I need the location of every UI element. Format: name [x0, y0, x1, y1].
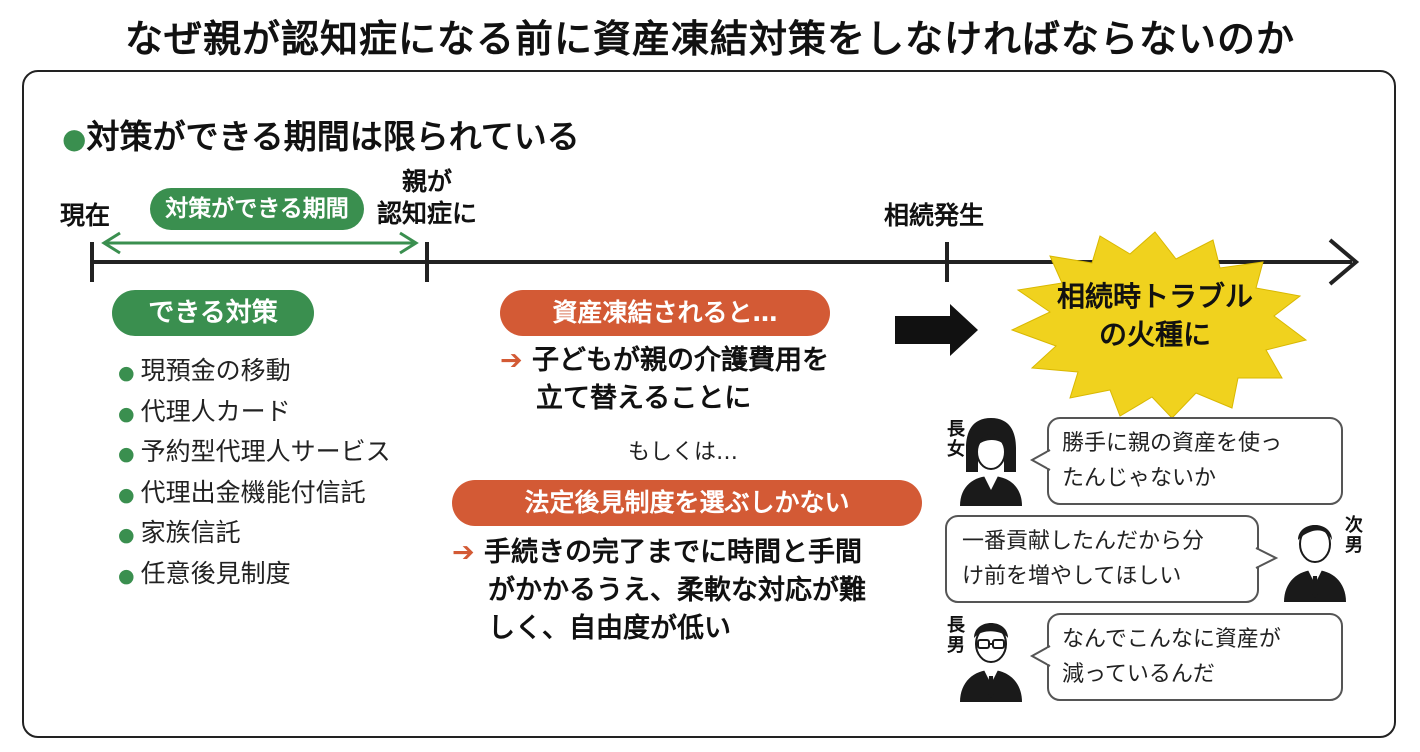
dialogue-line: なんでこんなに資産が [1062, 627, 1281, 652]
freeze-heading: 資産凍結されると… [500, 290, 830, 336]
guardian-heading: 法定後見制度を選ぶしかない [452, 480, 922, 526]
bullet-icon: ● [118, 524, 135, 546]
timeline-dementia-label: 親が 認知症に [372, 166, 482, 230]
trouble-burst-shape [1010, 231, 1308, 419]
speech-bubble-1 [1029, 417, 1343, 505]
list-item: ●予約型代理人サービス [118, 433, 391, 474]
dialogue-line: 減っているんだ [1062, 662, 1215, 687]
speaker-eldest-daughter: 長 女 [946, 420, 966, 460]
speech-bubble-2 [945, 515, 1279, 603]
guardian-line2: がかかるうえ、柔軟な対応が難 [488, 575, 866, 606]
right-arrow-icon [895, 304, 978, 356]
bullet-icon: ● [118, 564, 135, 587]
speaker-char: 長 [947, 615, 965, 636]
dialogue-line: 一番貢献したんだから分 [962, 529, 1205, 554]
bullet-icon: ● [118, 362, 135, 384]
bullet-icon: ● [118, 402, 135, 425]
man-avatar-icon [1284, 525, 1346, 602]
list-item: ●現預金の移動 [118, 352, 391, 393]
trouble-line1: 相続時トラブル [1056, 280, 1253, 313]
or-text: もしくは… [628, 440, 739, 465]
dialogue-line: たんじゃないか [1062, 466, 1217, 491]
bullet-dot-icon: ● [62, 122, 87, 155]
speaker-eldest-son: 長 男 [946, 616, 966, 656]
speaker-char: 女 [947, 439, 965, 460]
speaker-char: 男 [947, 635, 965, 656]
list-item: ●代理出金機能付信託 [118, 474, 391, 515]
measures-list: ●現預金の移動 ●代理人カード ●予約型代理人サービス ●代理出金機能付信託 ●… [118, 352, 391, 595]
right-arrow-icon: ➔ [500, 345, 523, 376]
period-pill: 対策ができる期間 [150, 188, 364, 230]
freeze-consequence: ➔ 子どもが親の介護費用を 立て替えることに [500, 342, 829, 418]
right-arrow-icon: ➔ [452, 537, 475, 568]
speaker-char: 次 [1345, 515, 1363, 536]
consequence-line1: 子どもが親の介護費用を [532, 345, 830, 376]
trouble-line2: の火種に [1098, 318, 1211, 351]
bullet-icon: ● [118, 443, 135, 465]
period-double-arrow-icon [101, 231, 419, 255]
woman-avatar-icon [960, 418, 1022, 506]
list-item: ●代理人カード [118, 393, 391, 434]
guardian-description: ➔ 手続きの完了までに時間と手間 がかかるうえ、柔軟な対応が難 しく、自由度が低… [452, 534, 866, 648]
dementia-line2: 認知症に [376, 199, 477, 228]
timeline-arrowhead-icon [1328, 238, 1360, 286]
speaker-second-son: 次 男 [1344, 516, 1364, 556]
man-glasses-avatar-icon [960, 623, 1022, 702]
dialogue-text-3: なんでこんなに資産が 減っているんだ [1062, 622, 1281, 692]
measure-text: 任意後見制度 [140, 558, 291, 588]
measure-text: 代理出金機能付信託 [140, 477, 366, 507]
subtitle-text: 対策ができる期間は限られている [86, 117, 580, 156]
list-item: ●任意後見制度 [118, 555, 391, 596]
guardian-line1: 手続きの完了までに時間と手間 [484, 537, 863, 568]
speaker-char: 長 [947, 419, 965, 440]
speaker-char: 男 [1345, 535, 1363, 556]
dementia-line1: 親が [401, 167, 452, 196]
measures-heading: できる対策 [112, 290, 314, 336]
measure-text: 代理人カード [140, 396, 291, 426]
timeline-inheritance-label: 相続発生 [884, 201, 985, 230]
trouble-text: 相続時トラブル の火種に [1040, 278, 1270, 354]
speech-bubble-3 [1029, 613, 1343, 701]
measure-text: 現預金の移動 [140, 356, 291, 385]
list-item: ●家族信託 [118, 514, 391, 555]
consequence-line2: 立て替えることに [536, 383, 752, 414]
measure-text: 予約型代理人サービス [140, 437, 391, 466]
dialogue-line: け前を増やしてほしい [962, 564, 1182, 589]
page-title: なぜ親が認知症になる前に資産凍結対策をしなければならないのか [124, 17, 1295, 61]
bullet-icon: ● [118, 483, 135, 506]
dialogue-text-2: 一番貢献したんだから分 け前を増やしてほしい [962, 524, 1204, 594]
section-subtitle: ●対策ができる期間は限られている [62, 110, 580, 158]
dialogue-line: 勝手に親の資産を使っ [1062, 431, 1283, 456]
measure-text: 家族信託 [140, 518, 241, 547]
timeline-now-label: 現在 [60, 201, 111, 230]
content-frame [22, 70, 1396, 738]
dialogue-text-1: 勝手に親の資産を使っ たんじゃないか [1062, 426, 1282, 496]
guardian-line3: しく、自由度が低い [488, 613, 731, 644]
